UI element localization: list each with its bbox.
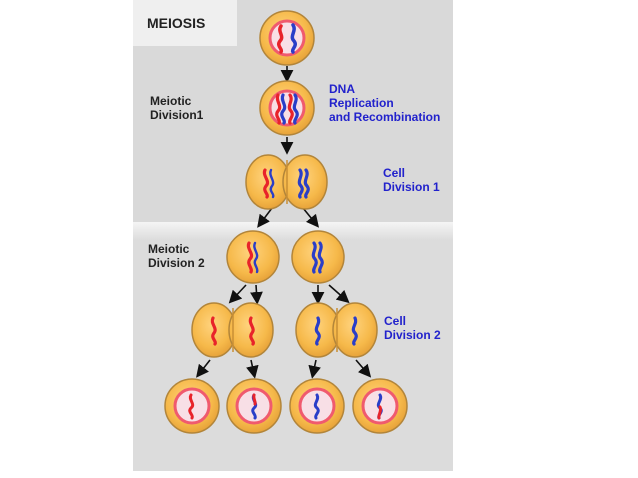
gamete-4 [352,378,408,434]
replicated-cell [259,80,315,136]
arrow-right-b [328,284,350,304]
daughter-cell-left [226,230,280,284]
maternal-chromatid-1 [275,93,282,125]
label-dna-replication: DNA Replication and Recombination [329,82,440,124]
arrow-final-4 [355,359,372,378]
parent-cell [259,10,315,66]
arrow-left-b [250,284,263,305]
division-1-cell [245,154,328,210]
chromosome-right-a [297,168,304,199]
gamete-2 [226,378,282,434]
label-meiotic-division-2: Meiotic Division 2 [148,242,205,270]
arrow-to-left-daughter [257,207,273,228]
label-cell-division-1: Cell Division 1 [383,166,440,194]
arrows [196,66,372,379]
gamete-1 [164,378,220,434]
division-2-cell-right [295,302,378,358]
title-box [133,0,237,46]
label-meiotic-division-1: Meiotic Division1 [150,94,204,122]
gamete-3 [289,378,345,434]
diagram-title: MEIOSIS [147,15,205,31]
label-cell-division-2: Cell Division 2 [384,314,441,342]
maternal-chromosome [277,24,284,54]
chromosome-right-b [303,168,310,199]
arrow-final-3 [308,359,321,379]
division-2-cell-left [191,302,274,358]
panel-division-2 [133,240,453,471]
chromosome-left-b [269,168,275,199]
paternal-chromatid-1 [292,93,299,125]
chromosome-left-a [262,168,270,199]
recombined-chromatid-1 [280,93,287,125]
arrow-final-1 [196,359,211,378]
arrow-to-right-daughter [302,207,320,228]
recombined-chromatid-2 [287,93,294,125]
arrow-final-2 [246,359,259,379]
paternal-chromosome [290,23,297,54]
arrow-left-a [228,284,247,304]
daughter-cell-right [291,230,345,284]
panel-separator [133,222,453,240]
